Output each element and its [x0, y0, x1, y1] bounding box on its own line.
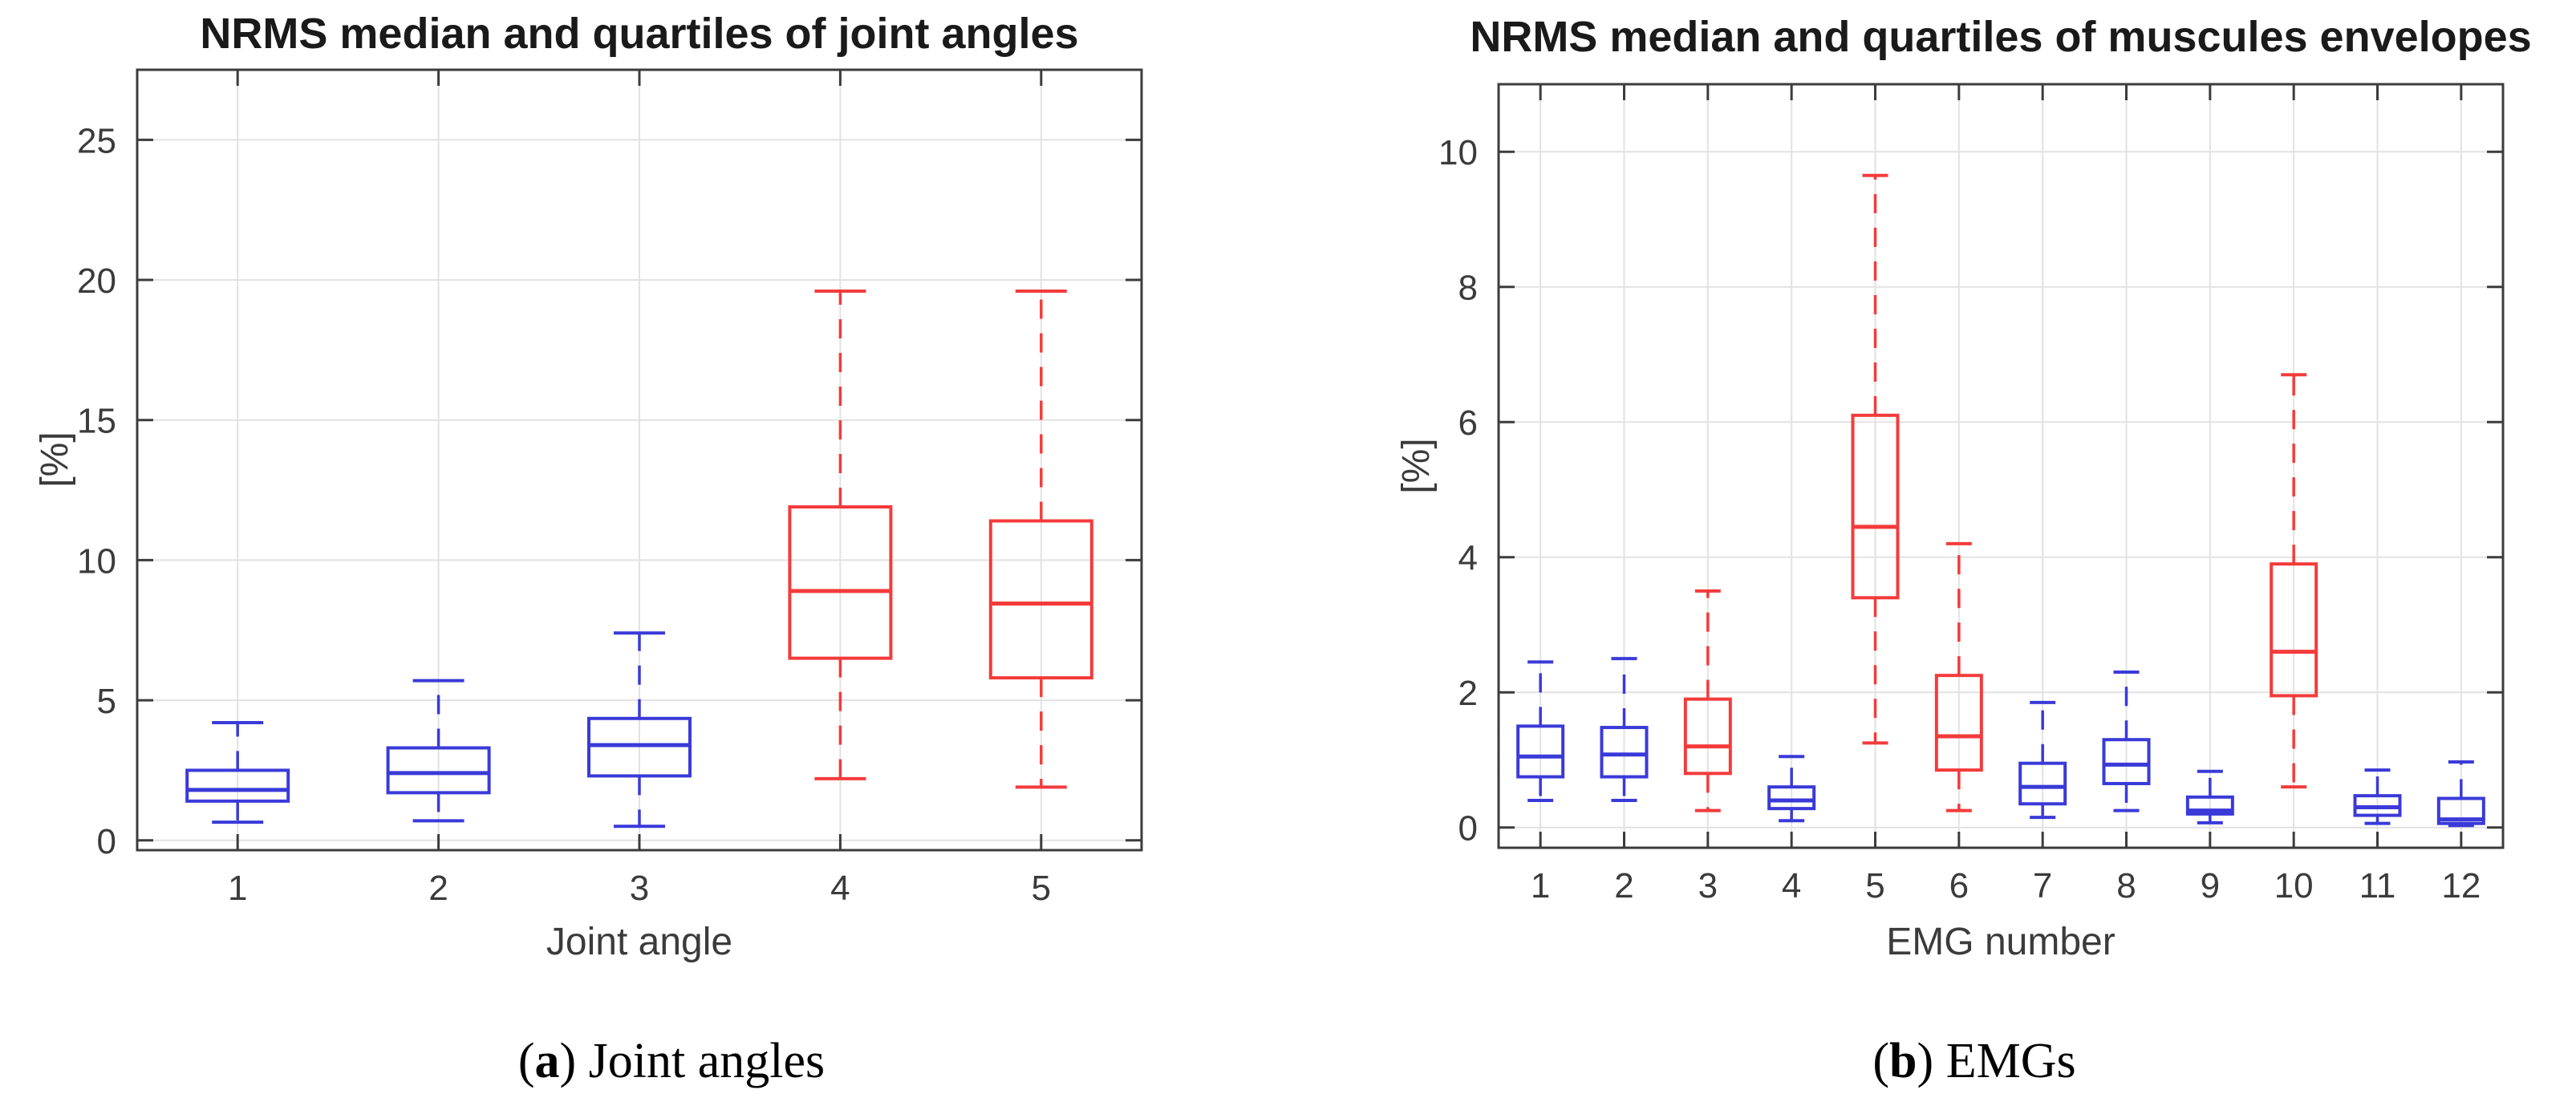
y-tick-label: 5 — [97, 682, 116, 721]
caption-b-prefix: ( — [1872, 1034, 1890, 1088]
y-tick-label: 8 — [1458, 269, 1478, 308]
box-group-4 — [1767, 755, 1816, 823]
y-tick-label: 2 — [1458, 674, 1478, 713]
box-group-4 — [788, 290, 893, 780]
box-group-10 — [2270, 373, 2318, 789]
caption-b-text: EMGs — [1945, 1034, 2076, 1088]
x-tick-label: 8 — [2116, 866, 2136, 906]
joint-angles-title: NRMS median and quartiles of joint angle… — [200, 10, 1078, 58]
caption-a-suffix: ) — [559, 1034, 589, 1088]
caption-a: (a) Joint angles — [518, 1033, 825, 1090]
x-tick-label: 1 — [1531, 866, 1550, 906]
x-tick-label: 5 — [1032, 869, 1051, 908]
x-tick-label: 2 — [1614, 866, 1633, 906]
joint-angles-ylabel: [%] — [34, 431, 76, 487]
y-tick-label: 25 — [77, 121, 116, 160]
joint-angles-plot-area: 1 2 3 4 5 0 5 10 15 20 25 — [77, 68, 1143, 908]
x-tick-label: 9 — [2201, 866, 2220, 906]
x-tick-label: 7 — [2033, 866, 2052, 906]
box-group-9 — [2185, 769, 2234, 824]
y-tick-label: 10 — [77, 541, 116, 581]
x-tick-label: 4 — [830, 869, 850, 908]
box-group-8 — [2102, 670, 2151, 812]
x-tick-label: 10 — [2274, 866, 2314, 906]
x-tick-label: 6 — [1949, 866, 1969, 906]
y-tick-label: 10 — [1438, 133, 1478, 172]
iqr-box — [1767, 785, 1816, 811]
x-tick-label: 12 — [2441, 866, 2481, 906]
iqr-box — [1600, 726, 1649, 779]
iqr-box — [2270, 562, 2318, 698]
y-tick-label: 20 — [77, 261, 116, 301]
caption-b-suffix: ) — [1917, 1034, 1946, 1088]
box-group-1 — [185, 721, 290, 824]
x-tick-label: 3 — [630, 869, 649, 908]
caption-a-text: Joint angles — [588, 1034, 826, 1088]
box-group-5 — [1851, 173, 1900, 745]
x-tick-label: 2 — [428, 869, 448, 908]
box-group-12 — [2436, 760, 2485, 828]
iqr-box — [1934, 674, 1983, 772]
iqr-box — [1683, 697, 1732, 776]
x-tick-label: 3 — [1698, 866, 1718, 906]
emg-ylabel: [%] — [1395, 438, 1438, 493]
caption-a-prefix: ( — [517, 1034, 535, 1088]
x-tick-label: 11 — [2359, 866, 2396, 906]
box-group-7 — [2018, 700, 2067, 820]
iqr-box — [1851, 413, 1900, 600]
caption-a-letter: a — [534, 1034, 560, 1088]
iqr-box — [587, 716, 692, 778]
joint-angles-xlabel: Joint angle — [546, 921, 732, 963]
y-tick-label: 6 — [1458, 403, 1478, 443]
axes-frame — [1497, 83, 2505, 849]
box-group-2 — [386, 679, 491, 823]
iqr-box — [2018, 761, 2067, 806]
iqr-box — [2102, 738, 2151, 785]
caption-b-letter: b — [1889, 1034, 1917, 1088]
y-tick-label: 0 — [97, 822, 116, 861]
iqr-box — [988, 519, 1093, 680]
iqr-box — [386, 746, 491, 795]
iqr-box — [185, 768, 290, 803]
box-group-3 — [587, 631, 692, 829]
y-tick-label: 0 — [1458, 809, 1478, 849]
iqr-box — [2436, 796, 2485, 825]
iqr-box — [788, 505, 893, 660]
y-tick-label: 4 — [1458, 539, 1478, 578]
box-group-6 — [1934, 541, 1983, 812]
box-group-2 — [1600, 657, 1649, 803]
y-tick-label: 15 — [77, 402, 116, 441]
x-tick-label: 5 — [1865, 866, 1884, 906]
emg-xlabel: EMG number — [1886, 921, 2115, 963]
iqr-box — [2185, 795, 2234, 816]
box-group-3 — [1683, 589, 1732, 812]
box-group-1 — [1516, 660, 1565, 803]
caption-b: (b) EMGs — [1872, 1033, 2075, 1090]
x-tick-label: 4 — [1782, 866, 1801, 906]
box-group-5 — [988, 290, 1093, 789]
iqr-box — [1516, 724, 1565, 779]
x-tick-label: 1 — [228, 869, 247, 908]
box-group-11 — [2353, 768, 2402, 825]
emg-title: NRMS median and quartiles of muscules en… — [1470, 13, 2531, 61]
